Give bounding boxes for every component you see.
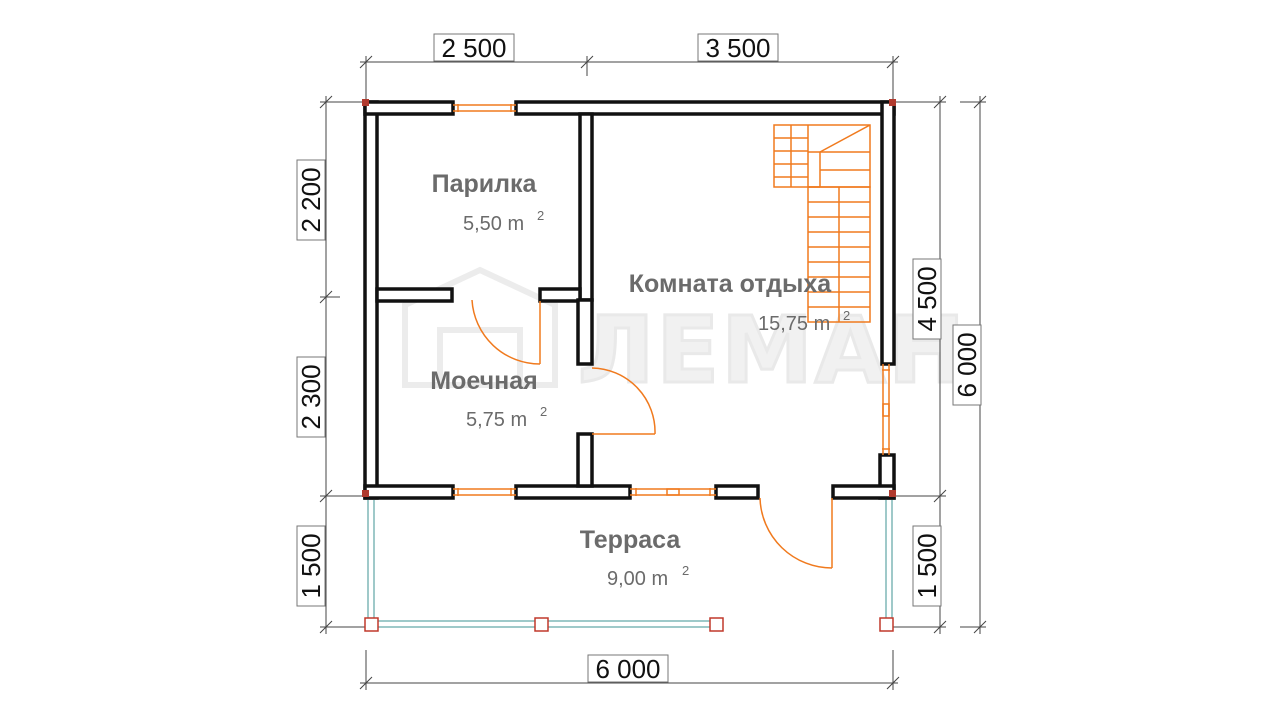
dimension-value: 4 500	[912, 266, 942, 331]
room-name: Парилка	[432, 170, 538, 198]
dim-label-right-outer: 6 000	[952, 324, 982, 406]
dimension-value: 2 300	[296, 364, 326, 429]
room-area: 5,50 m	[463, 213, 524, 235]
dim-label-top-right: 3 500	[697, 33, 779, 63]
dimension-value: 2 500	[441, 33, 506, 63]
dim-label-right-inner-upper: 4 500	[912, 258, 942, 340]
room-area-unit-power: 2	[537, 208, 544, 223]
room-komnata: Комната отдыха 15,75 m 2	[629, 270, 850, 335]
dimension-value: 1 500	[296, 533, 326, 598]
dimension-value: 3 500	[705, 33, 770, 63]
room-area: 9,00 m	[607, 568, 668, 590]
room-area-unit-power: 2	[843, 308, 850, 323]
dimension-value: 6 000	[595, 654, 660, 684]
corner-posts	[362, 99, 896, 497]
dim-label-left-middle: 2 300	[296, 356, 326, 438]
room-parilka: Парилка 5,50 m 2	[432, 170, 545, 235]
dim-label-right-inner-lower: 1 500	[912, 525, 942, 607]
room-area-unit-power: 2	[682, 563, 689, 578]
room-name: Терраса	[580, 526, 682, 554]
dim-label-top-left: 2 500	[433, 33, 515, 63]
watermark-brand: ЛЕМАН	[578, 297, 967, 404]
room-name: Комната отдыха	[629, 270, 832, 298]
dim-label-left-upper: 2 200	[296, 159, 326, 241]
dimension-value: 2 200	[296, 167, 326, 232]
terrace-posts	[364, 617, 894, 632]
dim-label-left-lower: 1 500	[296, 525, 326, 607]
room-area: 15,75 m	[758, 313, 830, 335]
terrace-railing	[367, 500, 893, 628]
room-name: Моечная	[430, 367, 537, 395]
room-moechnaya: Моечная 5,75 m 2	[430, 367, 547, 431]
room-area: 5,75 m	[466, 409, 527, 431]
room-terrasa: Терраса 9,00 m 2	[580, 526, 689, 590]
watermark: ЛЕМАН	[402, 266, 967, 406]
dimension-value: 6 000	[952, 332, 982, 397]
room-area-unit-power: 2	[540, 404, 547, 419]
windows	[453, 104, 890, 496]
staircase	[773, 124, 871, 323]
doors	[471, 299, 833, 569]
dim-label-bottom: 6 000	[587, 654, 669, 684]
dimension-value: 1 500	[912, 533, 942, 598]
